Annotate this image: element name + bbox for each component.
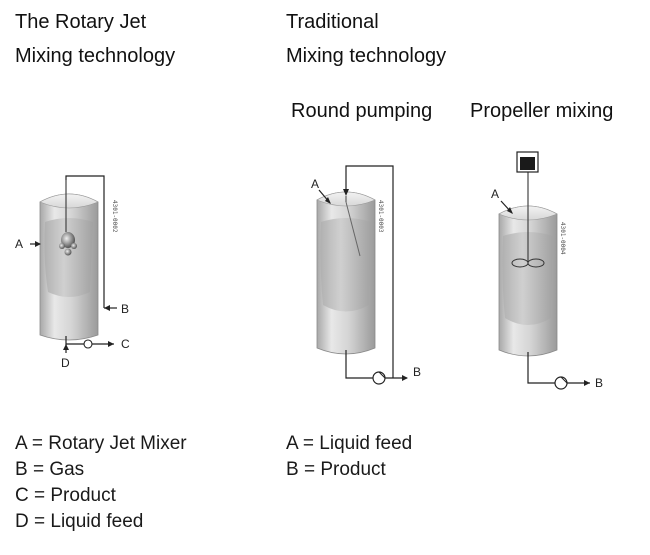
right-legend-item: B = Product	[286, 459, 386, 480]
round-pumping-title: Round pumping	[291, 100, 433, 122]
left-pump-icon	[83, 339, 93, 349]
left-legend-item: D = Liquid feed	[15, 511, 144, 532]
agitator-motor-icon	[516, 151, 539, 173]
propeller-mixing-title: Propeller mixing	[470, 100, 614, 122]
left-title-line1: The Rotary Jet	[15, 11, 147, 33]
rotary-jet-tank	[39, 180, 99, 341]
propeller-icon	[511, 258, 545, 268]
rotary-callout-d: D	[61, 356, 70, 370]
left-legend-item: C = Product	[15, 485, 116, 506]
propeller-product-line	[527, 352, 590, 384]
round-product-line	[345, 350, 407, 379]
right-title-line1: Traditional	[286, 11, 379, 33]
rotary-callout-b: B	[121, 302, 129, 316]
round-recirculation-line	[345, 165, 394, 378]
round-pump-icon	[372, 371, 386, 385]
right-legend-item: A = Liquid feed	[286, 433, 413, 454]
round-tank-code: 4301-0003	[377, 200, 384, 233]
left-legend-item: A = Rotary Jet Mixer	[15, 433, 187, 454]
gas-line	[65, 175, 105, 308]
right-title-line2: Mixing technology	[286, 45, 447, 67]
propeller-callout-a: A	[491, 187, 499, 201]
round-pumping-tank	[316, 191, 376, 355]
rotary-jet-mixer-nozzle	[59, 232, 77, 256]
round-callout-b: B	[413, 365, 421, 379]
propeller-mixing-tank	[498, 172, 558, 357]
propeller-callout-b: B	[595, 376, 603, 390]
propeller-tank-code: 4301-0004	[559, 222, 566, 255]
rotary-tank-code: 4301-0002	[111, 200, 118, 233]
propeller-pump-icon	[554, 376, 568, 390]
left-legend-item: B = Gas	[15, 459, 85, 480]
rotary-callout-a: A	[15, 237, 23, 251]
left-title-line2: Mixing technology	[15, 45, 176, 67]
round-callout-a: A	[311, 177, 319, 191]
rotary-callout-c: C	[121, 337, 130, 351]
